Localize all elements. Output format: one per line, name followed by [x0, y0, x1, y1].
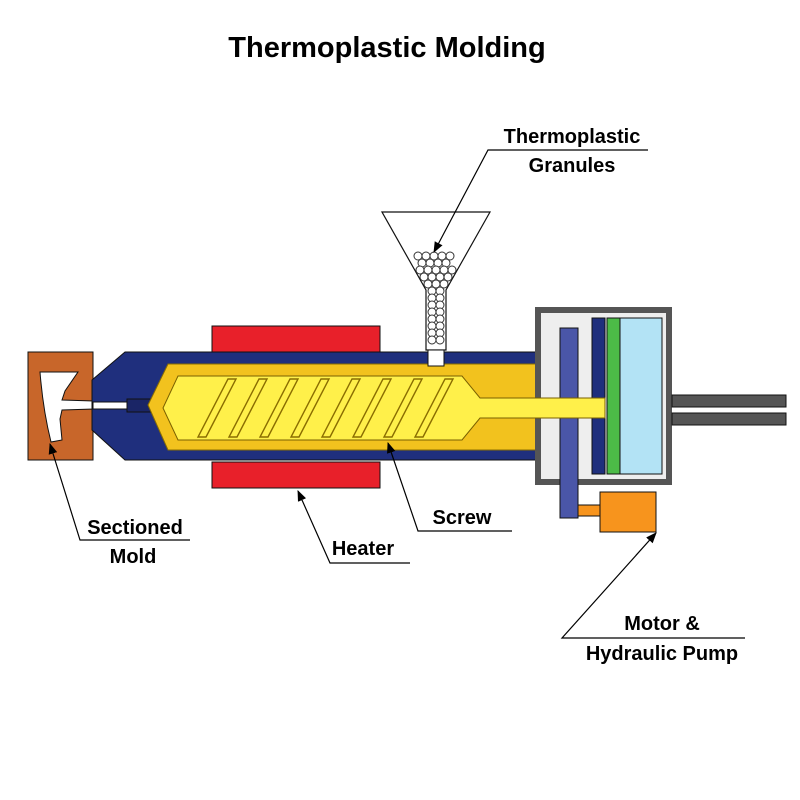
- label-screw: Screw: [387, 441, 512, 532]
- label-heater-text: Heater: [332, 538, 394, 560]
- label-granules: Thermoplastic Granules: [433, 126, 648, 253]
- screw-flight: [289, 378, 331, 438]
- screw-flight: [382, 378, 424, 438]
- thermoplastic-granules: [413, 251, 457, 345]
- screw-flight: [320, 378, 362, 438]
- label-granules-line1: Thermoplastic: [504, 126, 641, 148]
- leader-motor: [560, 532, 745, 639]
- label-mold-line2: Mold: [110, 546, 157, 568]
- screw: [162, 375, 606, 441]
- screw-flight: [196, 378, 238, 438]
- motor-pump: [599, 491, 657, 533]
- hydraulic-piston: [559, 327, 579, 519]
- hydraulic-reservoir: [619, 317, 663, 475]
- screw-body: [162, 375, 606, 441]
- leader-heater: [297, 489, 410, 564]
- screw-flight: [258, 378, 300, 438]
- tie-rod-lower: [671, 412, 787, 426]
- heater-bottom: [211, 461, 381, 489]
- granule: [447, 265, 457, 275]
- label-motor: Motor & Hydraulic Pump: [560, 532, 745, 665]
- hydraulic-seal: [606, 317, 621, 475]
- leader-screw: [387, 441, 512, 532]
- feed-throat: [427, 349, 445, 367]
- label-motor-line1: Motor &: [624, 613, 700, 635]
- sectioned-mold: [27, 351, 95, 461]
- screw-flights: [196, 378, 455, 438]
- tie-rod-upper: [671, 394, 787, 408]
- screw-flight: [351, 378, 393, 438]
- granule: [427, 335, 437, 345]
- granule: [445, 251, 455, 261]
- mold-cavity: [39, 371, 95, 443]
- screw-flight: [227, 378, 269, 438]
- label-motor-line2: Hydraulic Pump: [586, 643, 738, 665]
- hopper: [380, 211, 492, 367]
- label-screw-text: Screw: [433, 507, 492, 529]
- granule: [435, 335, 445, 345]
- heater-top: [211, 325, 381, 353]
- label-granules-line2: Granules: [529, 155, 616, 177]
- leader-mold: [48, 442, 190, 541]
- ram-plate: [591, 317, 606, 475]
- motor-connector: [577, 504, 603, 517]
- diagram-title: Thermoplastic Molding: [228, 32, 545, 64]
- granule: [439, 279, 449, 289]
- label-heater: Heater: [297, 489, 410, 564]
- granule: [443, 272, 453, 282]
- leader-granules: [433, 149, 648, 253]
- screw-flight: [413, 378, 455, 438]
- label-mold-line1: Sectioned: [87, 517, 183, 539]
- label-mold: Sectioned Mold: [48, 442, 190, 568]
